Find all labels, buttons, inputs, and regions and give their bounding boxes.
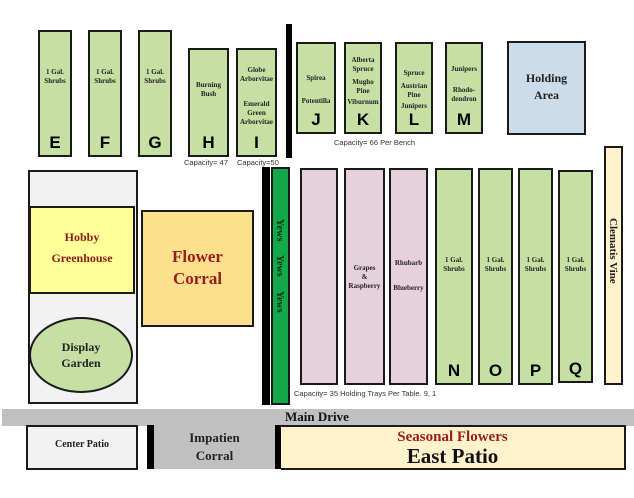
seasonal-flowers-label: Seasonal Flowers [397,429,508,445]
yews-label-3: Yews [274,291,285,313]
divider-wall-bottom-left [147,425,154,469]
bench-p-letter: P [529,361,542,380]
bench-f-letter: F [99,133,111,152]
bench-q[interactable]: 1 Gal.Shrubs Q [558,170,593,383]
bench-j-label-1: Spirea [306,74,326,82]
capacity-tables: Capacity= 35 Holding Trays Per Table. 9,… [294,389,437,398]
capacity-h: Capacity= 47 [184,158,228,167]
divider-wall-middle [262,167,270,405]
bench-l-letter: L [408,110,420,129]
bench-o-label: 1 Gal.Shrubs [484,256,507,273]
center-patio[interactable]: Center Patio [26,425,138,470]
bench-p[interactable]: 1 Gal.Shrubs P [518,168,553,385]
east-patio[interactable]: Seasonal Flowers East Patio [281,425,626,470]
bench-n[interactable]: 1 Gal.Shrubs N [435,168,473,385]
bench-m-letter: M [456,110,472,129]
bench-j-letter: J [311,110,321,129]
table-rhubarb-label: Rhubarb [394,259,423,267]
yews-label-2: Yews [274,255,285,277]
bench-q-label: 1 Gal.Shrubs [564,256,587,273]
bench-g-letter: G [148,133,162,152]
table-grapes-label: Grapes&Raspberry [348,264,381,290]
bench-g-label: 1 Gal.Shrubs [144,68,166,85]
main-drive[interactable]: Main Drive [2,409,634,426]
bench-j-label-2: Potentilla [301,97,331,105]
capacity-i: Capacity=50 [237,158,279,167]
center-patio-label: Center Patio [55,439,109,450]
bench-k-letter: K [356,110,370,129]
bench-f[interactable]: 1 Gal.Shrubs F [88,30,122,157]
bench-j[interactable]: Spirea Potentilla J [296,42,336,134]
bench-q-letter: Q [568,359,583,378]
bench-m-label-2: Rhodo-dendron [451,86,477,103]
yews-label-1: Yews [274,219,285,242]
bench-m-label-1: Junipers [450,65,478,73]
bench-i-letter: I [254,133,259,152]
bench-m[interactable]: Junipers Rhodo-dendron M [445,42,483,134]
capacity-jm: Capacity= 66 Per Bench [334,138,416,147]
bench-g[interactable]: 1 Gal.Shrubs G [138,30,172,157]
yews-bed[interactable]: Yews Yews Yews [271,167,290,405]
bench-n-letter: N [447,361,461,380]
bench-k-label-3: Viburnum [347,98,379,106]
bench-e-letter: E [49,133,61,152]
clematis-vine[interactable]: Clematis Vine [604,146,623,385]
bench-n-label: 1 Gal.Shrubs [443,256,465,273]
bench-e-label: 1 Gal.Shrubs [44,68,66,85]
clematis-vine-label: Clematis Vine [607,218,619,284]
bench-h-letter: H [202,133,215,152]
bench-l-label-3: Junipers [400,102,428,110]
bench-f-label: 1 Gal.Shrubs [94,68,116,85]
east-patio-label: East Patio [406,444,499,468]
bench-p-label: 1 Gal.Shrubs [524,256,547,273]
divider-wall-top [286,24,292,158]
divider-wall-bottom-right [275,425,282,469]
bench-l-label-1: Spruce [403,69,425,77]
bench-o[interactable]: 1 Gal.Shrubs O [478,168,513,385]
table-rhubarb-blueberry[interactable]: Rhubarb Blueberry [389,168,428,385]
bench-e[interactable]: 1 Gal.Shrubs E [38,30,72,157]
table-blueberry-label: Blueberry [393,284,424,292]
main-drive-label: Main Drive [285,409,349,424]
table-1[interactable] [300,168,338,385]
bench-o-letter: O [488,361,503,380]
table-grapes-raspberry[interactable]: Grapes&Raspberry [344,168,385,385]
